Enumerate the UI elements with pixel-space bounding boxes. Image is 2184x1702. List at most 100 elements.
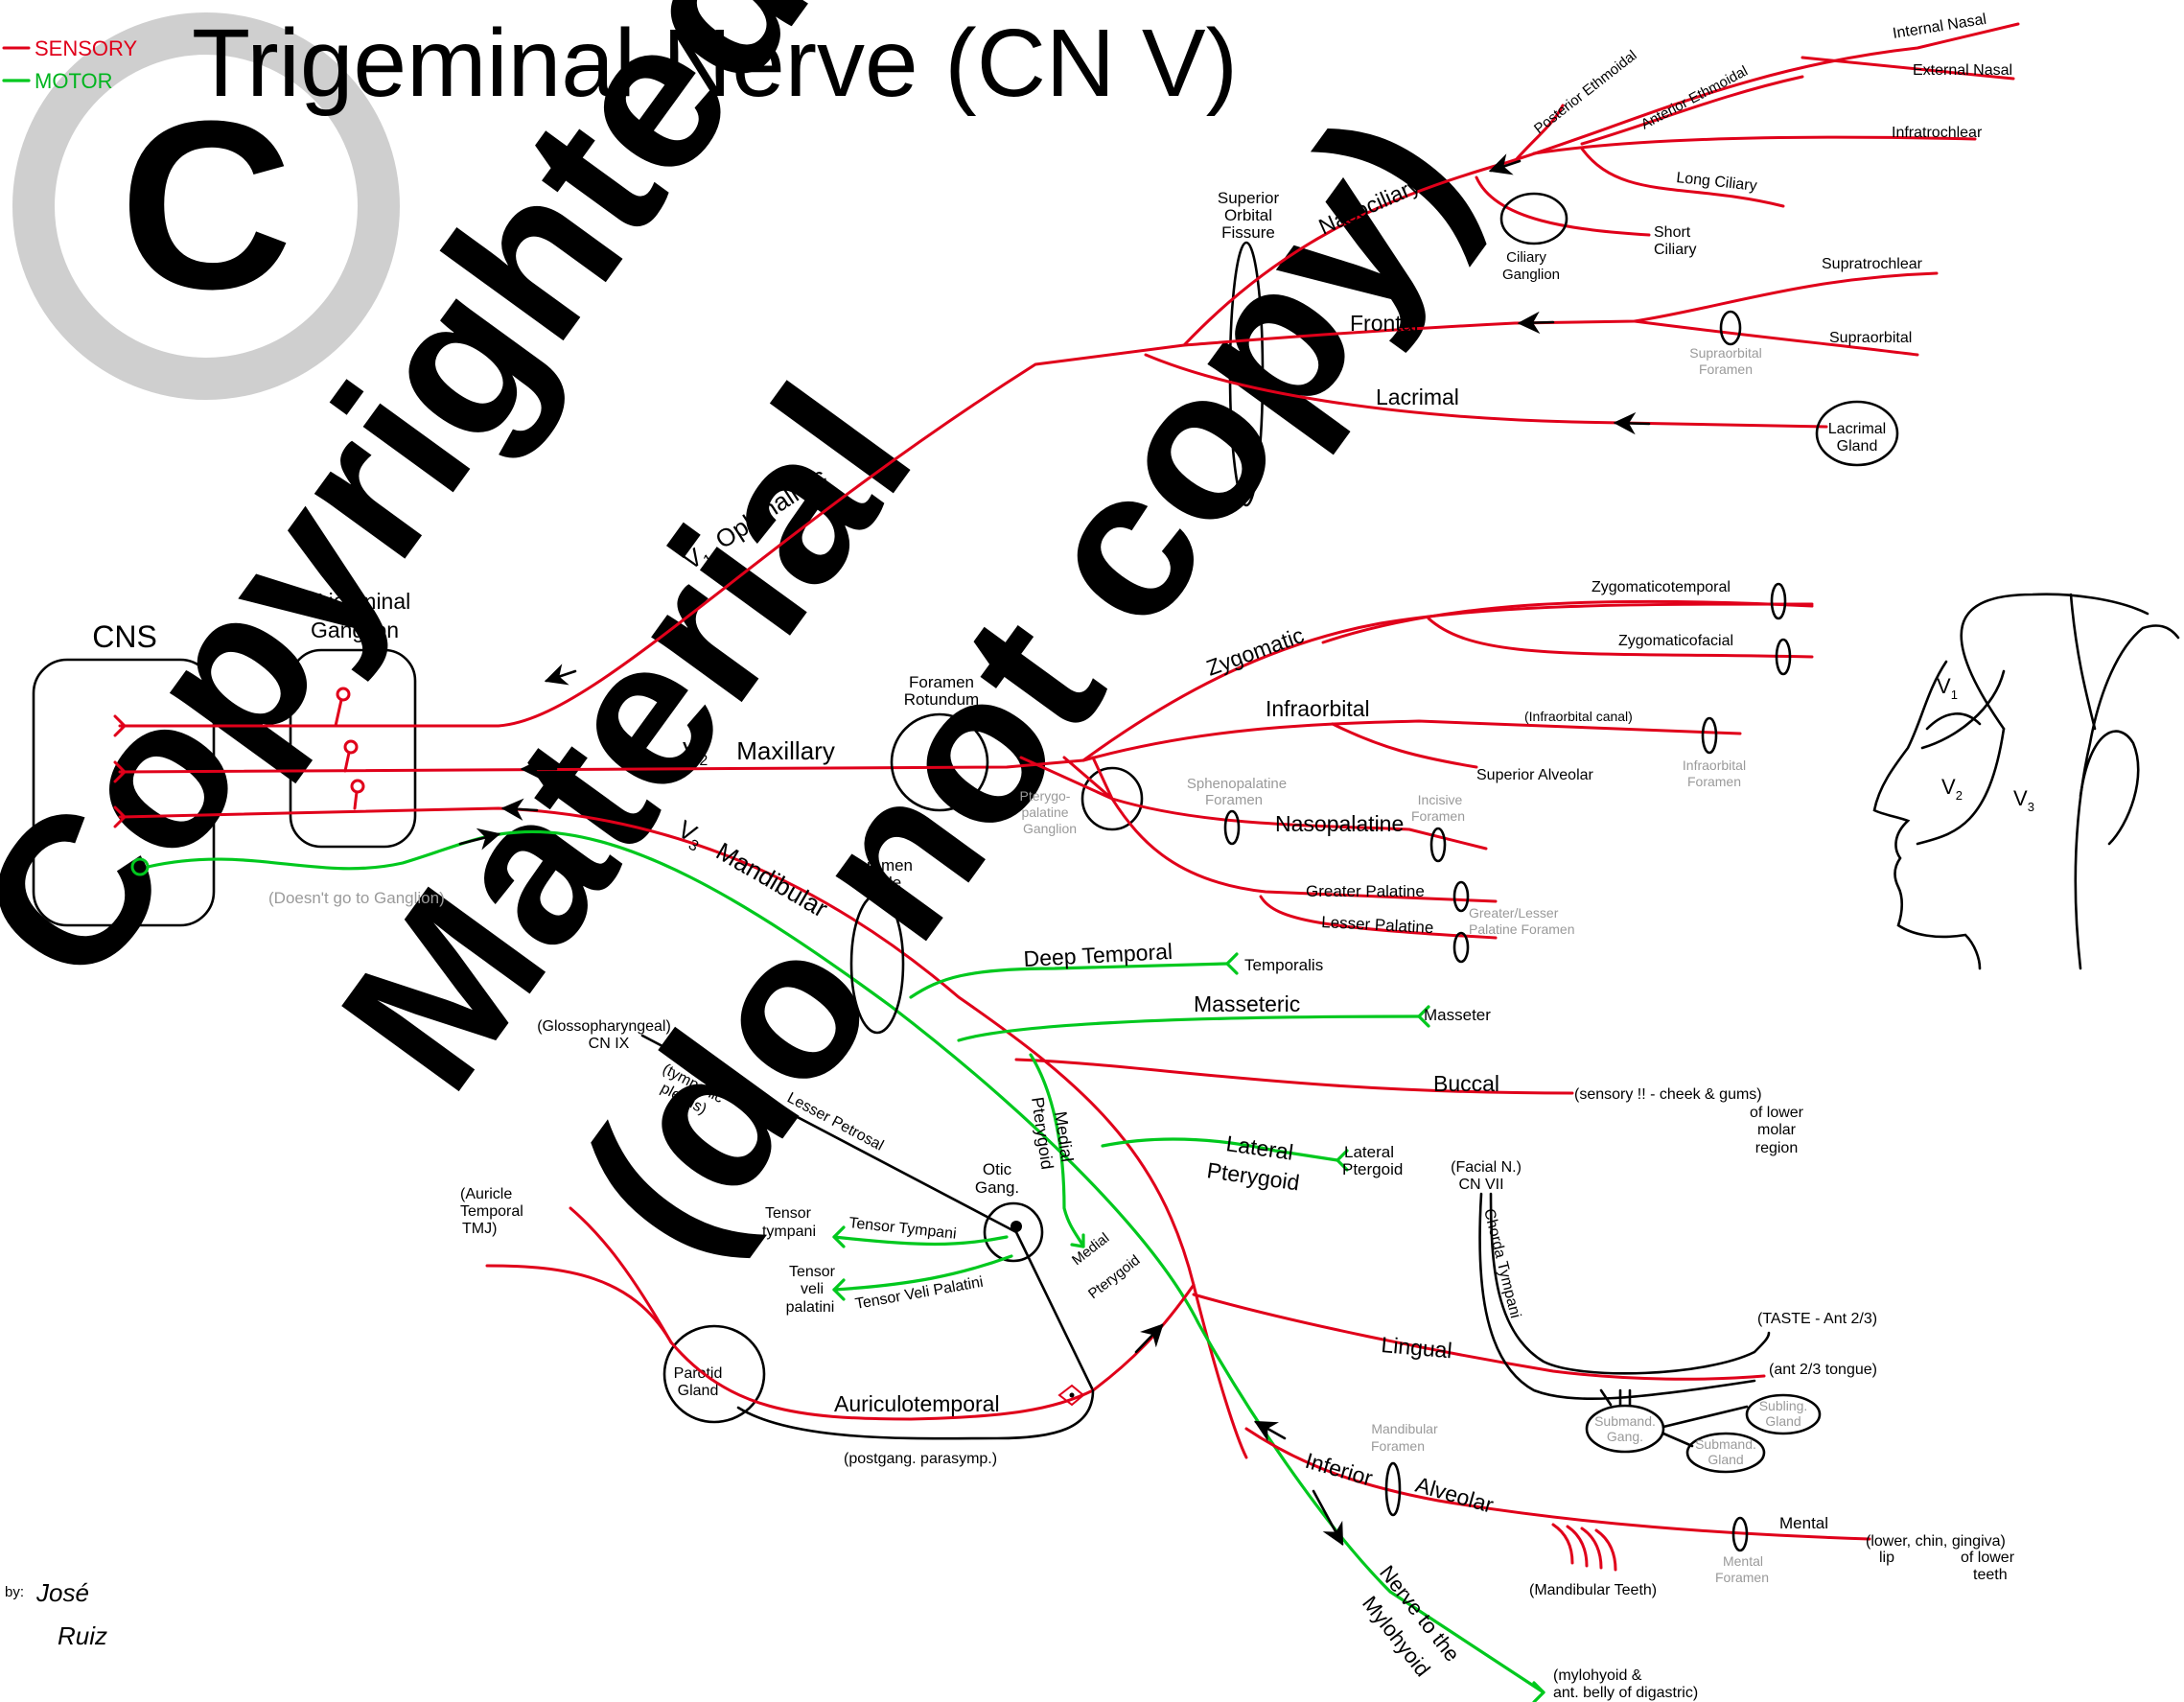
- legend-motor-label: MOTOR: [35, 69, 112, 93]
- taste-label: (TASTE - Ant 2/3): [1757, 1311, 1877, 1327]
- v2-fork: [113, 760, 127, 783]
- ganglion-cell-2-body: [343, 739, 359, 755]
- chorda-tympani-nerve: [1478, 1192, 1756, 1401]
- short-ciliary-label-2: Ciliary: [1654, 242, 1696, 258]
- superior-alveolar-label: Superior Alveolar: [1476, 767, 1594, 783]
- incisive-foramen-label-1: Incisive: [1418, 792, 1463, 807]
- ant-tongue-label: (ant 2/3 tongue): [1769, 1362, 1877, 1378]
- lacrimal-label: Lacrimal: [1376, 385, 1459, 409]
- v2-boundary: [1916, 727, 2006, 846]
- submand-gang-label-2: Gang.: [1607, 1429, 1643, 1444]
- infraorbital-foramen-label-2: Foramen: [1687, 774, 1741, 789]
- lacrimal-gland-label-2: Gland: [1837, 438, 1878, 455]
- mylohyoid-ending: [1532, 1681, 1545, 1702]
- zygomaticotemporal-foramen: [1770, 582, 1787, 620]
- masseteric-label: Masseteric: [1194, 991, 1300, 1016]
- author-by: by:: [5, 1584, 24, 1600]
- v2-root: [118, 758, 1085, 774]
- tensor-veli-muscle-1: Tensor: [789, 1264, 836, 1280]
- mandibular-teeth-label: (Mandibular Teeth): [1529, 1582, 1657, 1598]
- ciliary-ganglion-label-2: Ganglion: [1502, 267, 1560, 283]
- short-ciliary-nerve: [1475, 175, 1651, 237]
- short-ciliary-label-1: Short: [1654, 224, 1691, 241]
- superior-alveolar-nerve: [1331, 722, 1478, 769]
- pterygopalatine-label-2: palatine: [1021, 804, 1068, 820]
- ganglion-gland-links: [1661, 1405, 1749, 1448]
- infratrochlear-label: Infratrochlear: [1892, 125, 1983, 141]
- frontal-label: Frontal: [1350, 311, 1419, 336]
- supraorbital-nerve: [1633, 319, 1919, 357]
- v1-arrow: [544, 664, 577, 686]
- auricle-note-3: TMJ): [462, 1221, 497, 1237]
- trigeminal-ganglion-box: [289, 648, 417, 849]
- lower-lip-note-2: lip: [1879, 1550, 1894, 1566]
- subling-gland-label-1: Subling.: [1759, 1398, 1808, 1413]
- zygomatic-label: Zygomatic: [1203, 622, 1308, 681]
- page-title: Trigeminal Nerve (CN V): [192, 10, 1238, 117]
- v1-root: [118, 343, 1186, 728]
- buccal-nerve: [1014, 1058, 1574, 1095]
- submand-gland-label-1: Submand.: [1695, 1436, 1756, 1452]
- buccal-label: Buccal: [1433, 1071, 1499, 1096]
- mental-foramen-label-2: Foramen: [1715, 1570, 1769, 1585]
- submandibular-gland: [1685, 1432, 1766, 1474]
- mandibular-foramen-label-1: Mandibular: [1371, 1421, 1438, 1436]
- subling-gland-label-2: Gland: [1765, 1413, 1801, 1429]
- mandibular-foramen: [1384, 1461, 1402, 1517]
- lower-lip-note-1: (lower, chin, gingiva): [1866, 1533, 2006, 1550]
- parotid-gland-label-2: Gland: [678, 1383, 719, 1399]
- motor-root-arrow: [458, 828, 501, 851]
- v3-root: [118, 806, 1248, 1459]
- anterior-ethmoidal-nerve: [1580, 75, 1804, 146]
- buccal-note-2: of lower: [1750, 1105, 1804, 1121]
- mylohyoid-note-2: ant. belly of digastric): [1553, 1685, 1698, 1701]
- otic-to-auriculotemporal: [1014, 1230, 1095, 1392]
- otic-ganglion-cell: [1011, 1221, 1022, 1232]
- frontal-nerve: [1182, 271, 1939, 347]
- superior-orbital-fissure: [1228, 241, 1265, 507]
- cns-box: [32, 658, 216, 927]
- v1-boundary: [1920, 669, 2006, 750]
- pterygopalatine-label-3: Ganglion: [1023, 821, 1077, 836]
- infratrochlear-nerve: [1532, 135, 1977, 155]
- face-profile: [1872, 593, 2180, 970]
- facial-n-label-2: CN VII: [1458, 1177, 1503, 1193]
- lesser-palatine-foramen: [1452, 931, 1470, 964]
- lateral-pterygoid-nerve: [1101, 1137, 1339, 1162]
- v3-arrow: [500, 798, 539, 821]
- greater-lesser-foramen-label-2: Palatine Foramen: [1469, 921, 1575, 937]
- posterior-ethmoidal-nerve: [1513, 104, 1565, 163]
- glossopharyngeal-label-1: (Glossopharyngeal): [537, 1018, 671, 1035]
- nasociliary-main: [1503, 22, 2020, 165]
- author-signature-1: José: [35, 1578, 89, 1607]
- postgang-fiber: [736, 1388, 1095, 1440]
- legend-sensory-label: SENSORY: [35, 36, 138, 60]
- infraorbital-label: Infraorbital: [1266, 696, 1370, 721]
- anterior-ethmoidal-label: Anterior Ethmoidal: [1638, 63, 1751, 133]
- external-nasal-label: External Nasal: [1913, 62, 2012, 79]
- sphenopalatine-foramen: [1223, 809, 1241, 846]
- face-outline: [1872, 593, 2149, 970]
- lacrimal-nerve: [1144, 353, 1828, 429]
- lateral-pterygoid-label-1: Lateral: [1224, 1131, 1294, 1165]
- sof-label-2: Orbital: [1224, 206, 1272, 224]
- tensor-veli-muscle-2: veli: [801, 1281, 824, 1297]
- tensor-tympani-nerve: [832, 1235, 1009, 1247]
- copyright-c: C: [120, 71, 293, 338]
- lingual-nerve: [1192, 1293, 1766, 1381]
- sphenopalatine-foramen-label-2: Foramen: [1205, 792, 1263, 808]
- mental-foramen-label-1: Mental: [1723, 1553, 1763, 1569]
- mandibular-teeth-branches: [1551, 1523, 1617, 1572]
- author-signature-2: Ruiz: [58, 1621, 107, 1650]
- tensor-tympani-ending: [832, 1225, 846, 1248]
- mylohyoid-arrow: [1312, 1489, 1344, 1547]
- supraorbital-foramen-label-1: Supraorbital: [1689, 345, 1762, 361]
- medial-pterygoid-muscle-2: Pterygoid: [1085, 1252, 1143, 1302]
- ciliary-ganglion-label-1: Ciliary: [1506, 249, 1546, 266]
- inferior-label: Inferior: [1303, 1448, 1376, 1491]
- supraorbital-foramen: [1719, 310, 1742, 346]
- infraorbital-canal-label: (Infraorbital canal): [1524, 709, 1633, 724]
- doesnt-go-label: (Doesn't go to Ganglion): [268, 889, 445, 907]
- zygomaticofacial-foramen: [1775, 638, 1792, 676]
- auricle-note-1: (Auricle: [460, 1186, 512, 1202]
